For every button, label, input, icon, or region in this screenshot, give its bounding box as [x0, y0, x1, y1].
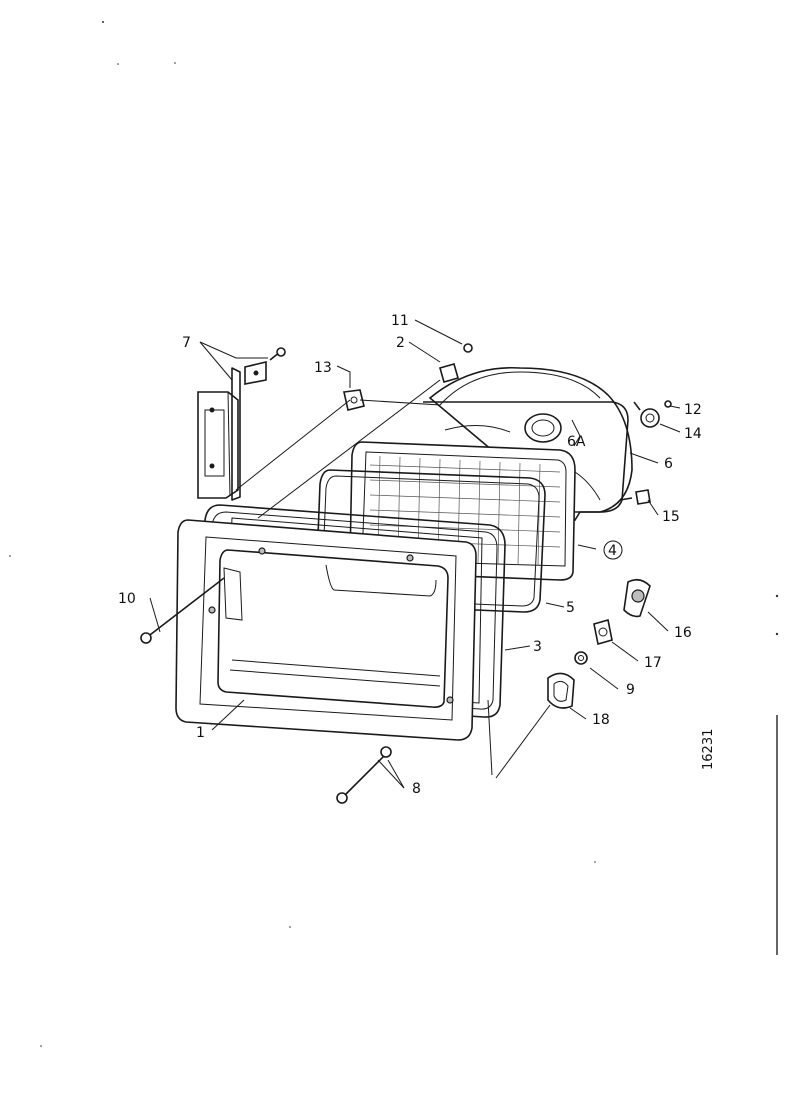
callout-17: 17: [644, 655, 662, 671]
callout-3: 3: [533, 639, 542, 655]
scan-artifacts: [9, 21, 779, 1047]
part-11-screw: [463, 343, 473, 353]
callout-11: 11: [391, 313, 409, 329]
callout-4: 4: [608, 543, 617, 559]
drawing-number: 16231: [701, 729, 716, 770]
callout-6: 6: [664, 456, 673, 472]
callout-1: 1: [196, 725, 205, 741]
part-1-frame: [175, 519, 477, 741]
part-8-bolt: [336, 746, 392, 804]
callout-13: 13: [314, 360, 332, 376]
part-12-screw: [664, 400, 672, 408]
callout-18: 18: [592, 712, 610, 728]
part-5-seal: [315, 469, 546, 613]
callout-9: 9: [626, 682, 635, 698]
callout-8: 8: [412, 781, 421, 797]
callout-4-circle: [603, 540, 623, 560]
part-13-screw: [343, 389, 365, 411]
callout-2: 2: [396, 335, 405, 351]
small-parts-right: [547, 400, 672, 709]
part-2-clip: [439, 363, 459, 383]
part-7-bracket: [197, 347, 286, 501]
part-9-washer: [574, 651, 588, 665]
part-18-clip: [547, 672, 575, 709]
callout-5: 5: [566, 600, 575, 616]
part-14-adjuster: [633, 401, 660, 428]
small-parts-top: [343, 343, 473, 411]
callout-14: 14: [684, 426, 702, 442]
callout-7: 7: [182, 335, 191, 351]
callout-16: 16: [674, 625, 692, 641]
callout-15: 15: [662, 509, 680, 525]
part-6a-bulb-socket: [524, 413, 562, 443]
callout-12: 12: [684, 402, 702, 418]
callout-labels: 1 2 3 4 5 6 6A 7 8 9 10 11 12 13 14 15 1…: [118, 313, 702, 797]
part-17-holder: [593, 618, 613, 646]
part-15-screw: [619, 489, 651, 505]
part-16-bulb: [623, 578, 651, 618]
leader-lines: [149, 319, 681, 789]
callout-10: 10: [118, 591, 136, 607]
callout-6a: 6A: [567, 434, 586, 450]
part-6-housing: [423, 366, 633, 522]
